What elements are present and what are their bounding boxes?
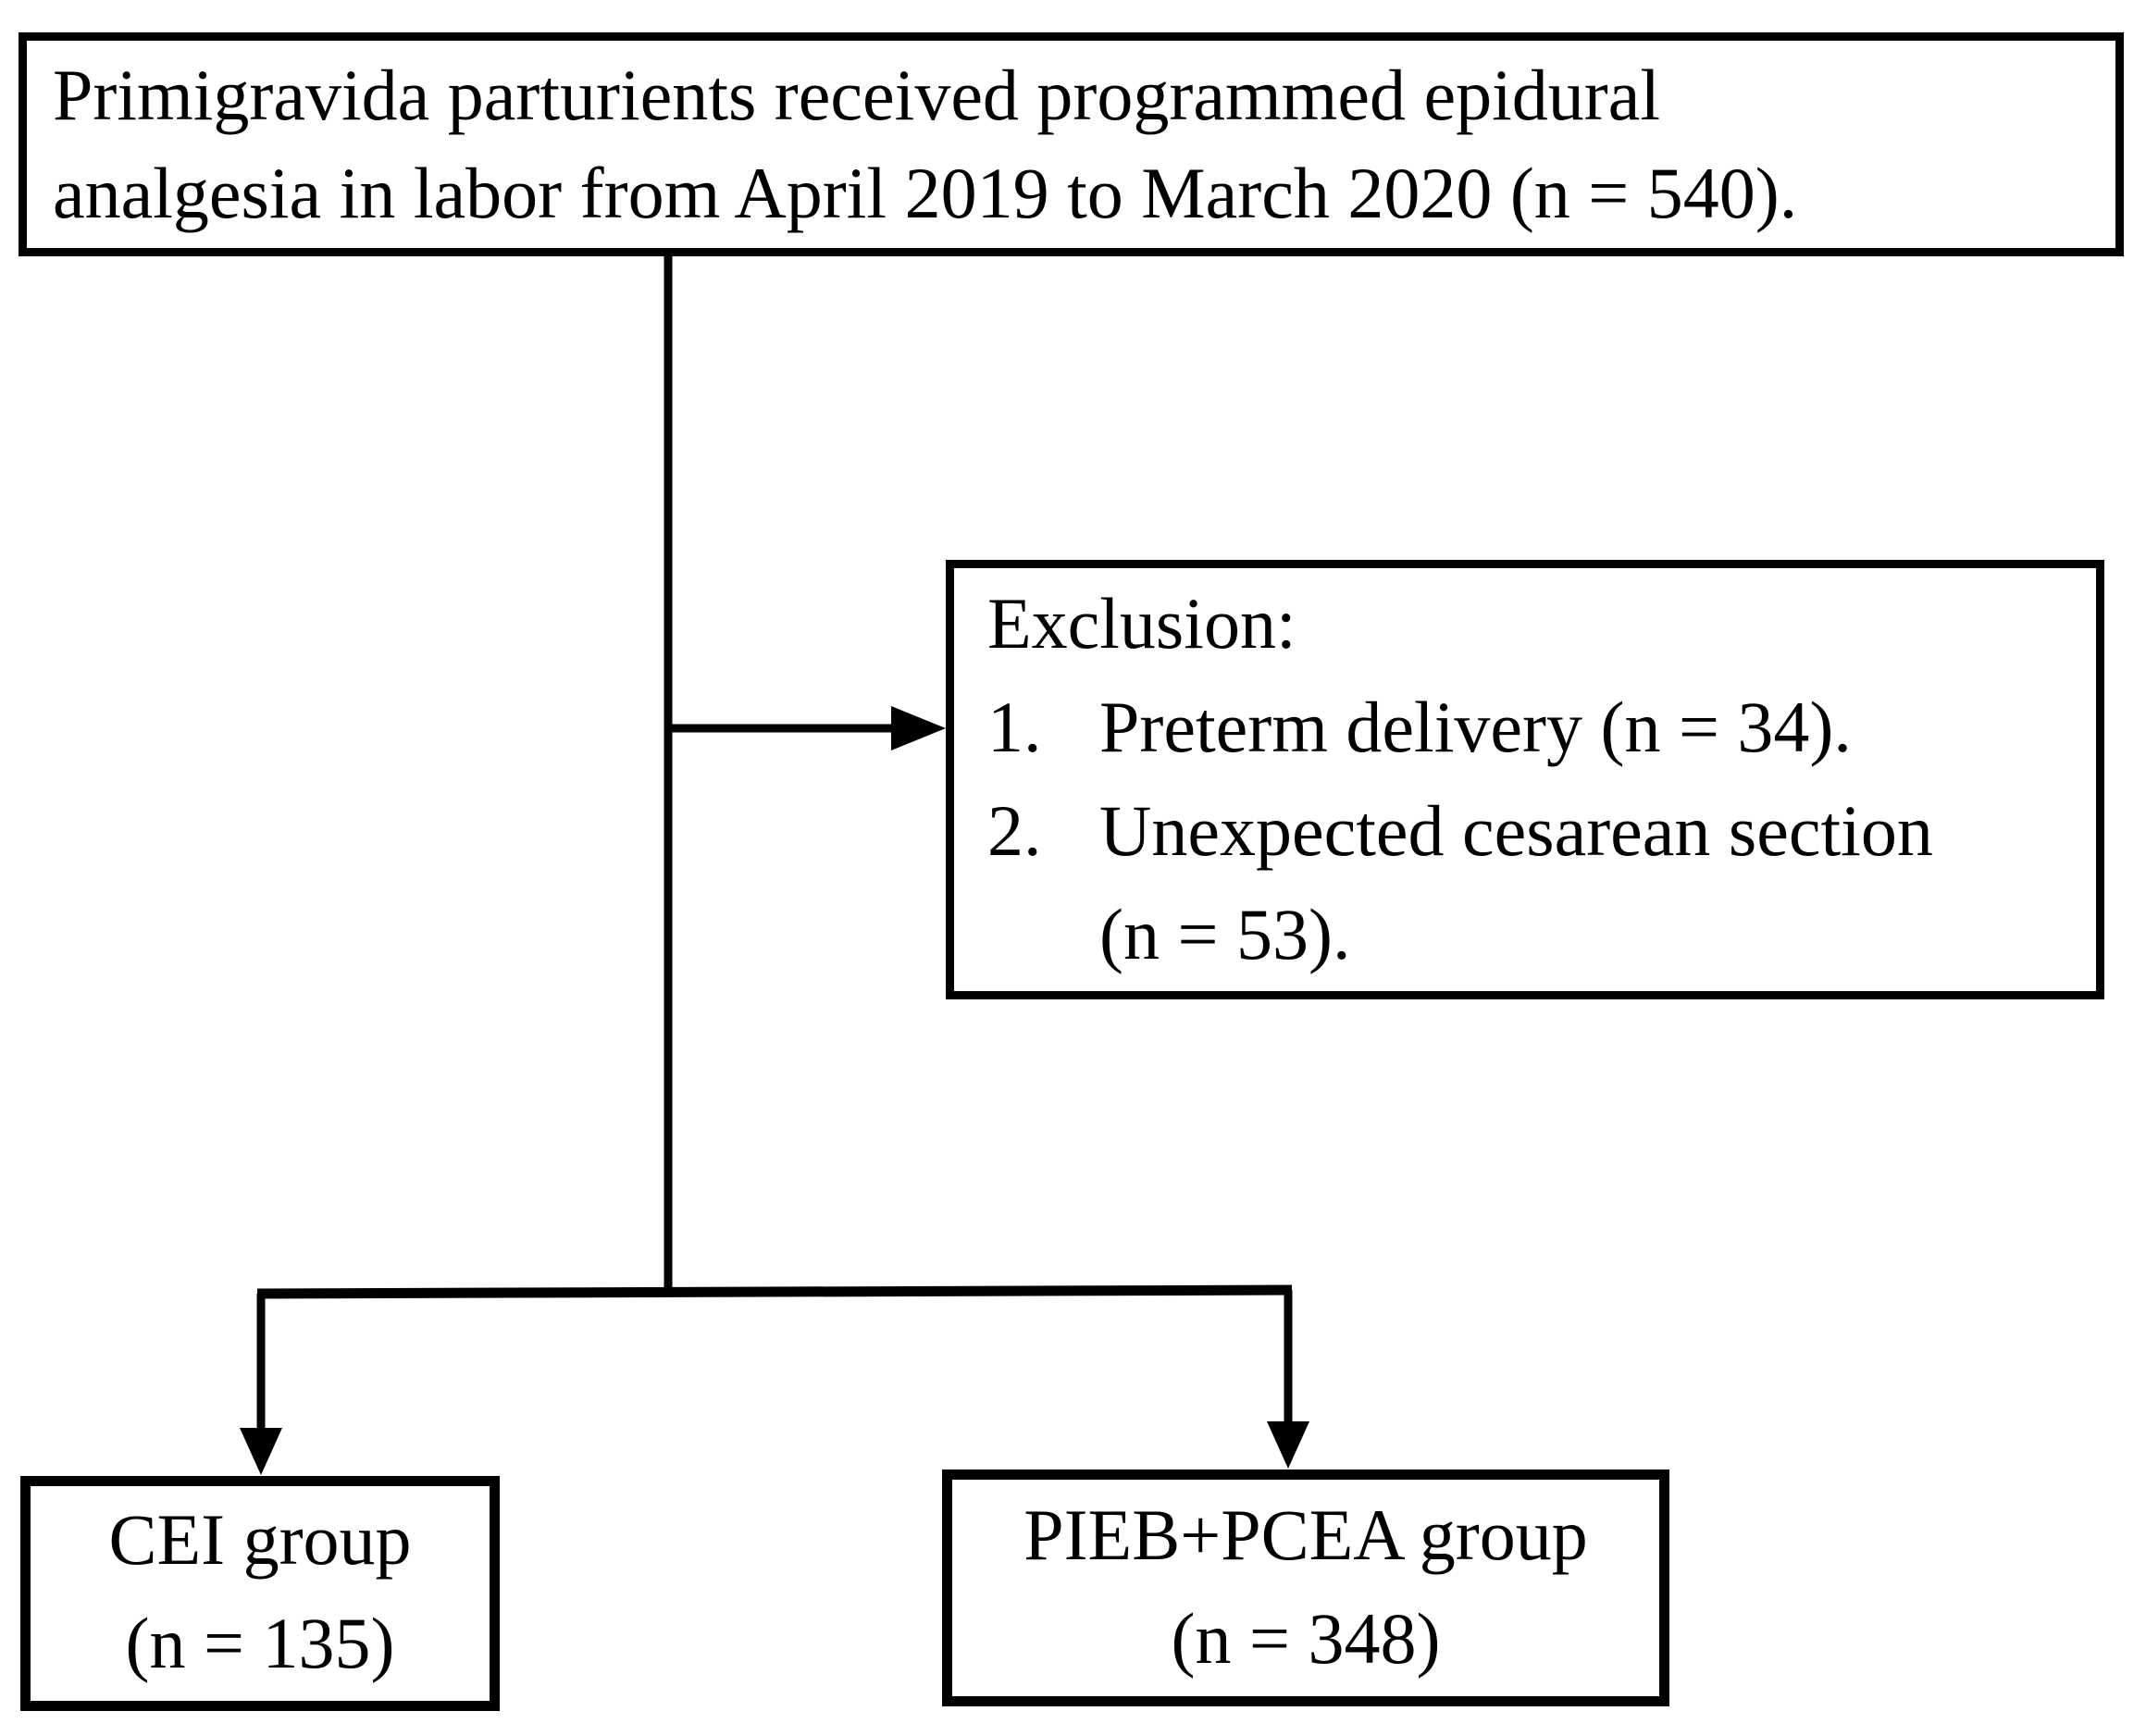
exclusion-item: 2. Unexpected cesarean section (n = 53). (987, 779, 2078, 986)
cei-group-box: CEI group (n = 135) (20, 1476, 500, 1711)
exclusion-item-line: (n = 53). (1099, 894, 1351, 974)
cei-group-count: (n = 135) (125, 1603, 395, 1683)
enrollment-text-line: analgesia in labor from April 2019 to Ma… (53, 153, 1798, 233)
exclusion-item-text: Preterm delivery (n = 34). (1099, 676, 1852, 779)
exclusion-item-line: Preterm delivery (n = 34). (1099, 687, 1852, 767)
branch-line (256, 1284, 1293, 1299)
exclusion-box: Exclusion: 1. Preterm delivery (n = 34).… (946, 560, 2104, 999)
cei-group-label: CEI group (108, 1499, 412, 1580)
exclusion-item-line: Unexpected cesarean section (1099, 790, 1933, 871)
enrollment-box: Primigravida parturients received progra… (19, 32, 2124, 256)
pieb-pcea-group-count: (n = 348) (1171, 1598, 1441, 1679)
enrollment-text-line: Primigravida parturients received progra… (53, 55, 1661, 135)
exclusion-item-text: Unexpected cesarean section (n = 53). (1099, 779, 1933, 986)
exclusion-arrowhead-icon (891, 706, 946, 750)
left-branch-arrowhead-icon (240, 1428, 282, 1475)
exclusion-item-number: 2. (987, 790, 1042, 871)
exclusion-title: Exclusion: (987, 583, 1296, 663)
exclusion-item-number: 1. (987, 687, 1042, 767)
pieb-pcea-group-label: PIEB+PCEA group (1023, 1494, 1588, 1575)
right-branch-arrowhead-icon (1267, 1421, 1309, 1469)
exclusion-item: 1. Preterm delivery (n = 34). (987, 676, 2078, 779)
pieb-pcea-group-box: PIEB+PCEA group (n = 348) (942, 1469, 1669, 1706)
